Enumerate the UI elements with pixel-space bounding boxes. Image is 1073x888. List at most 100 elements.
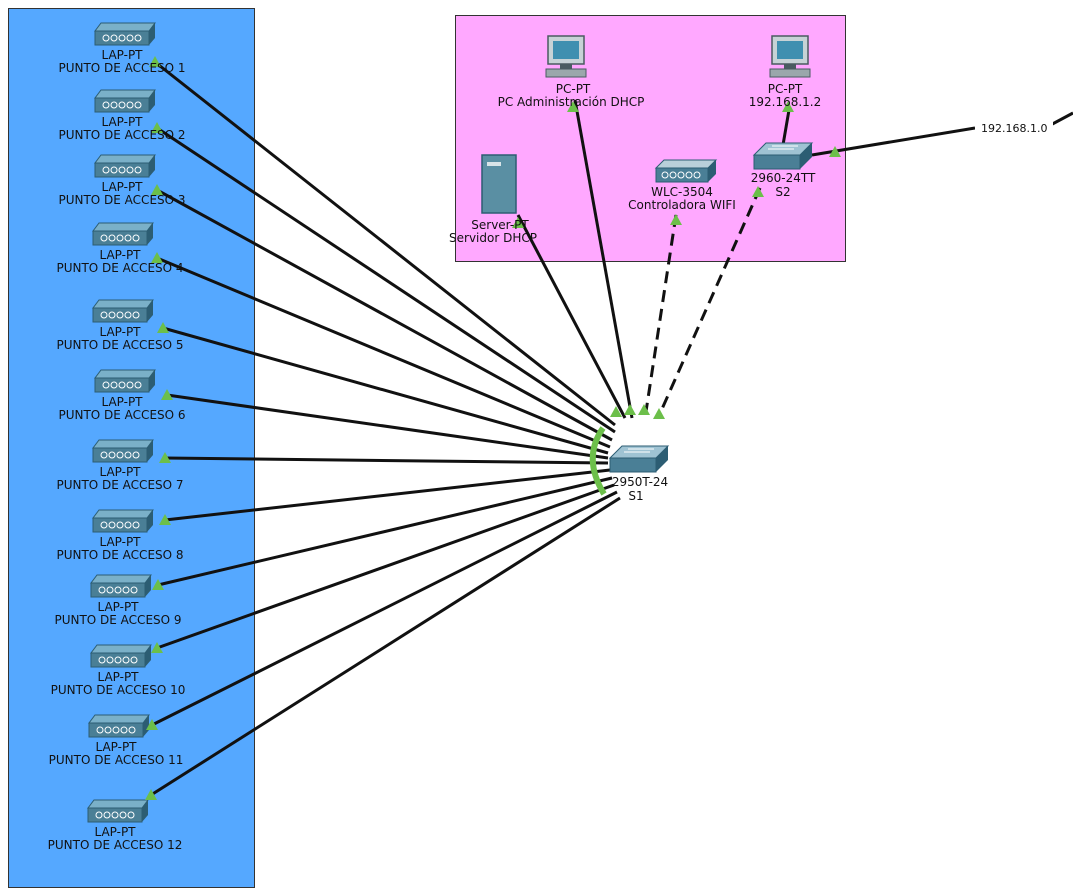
- access-point-model-7: LAP-PT: [99, 465, 141, 479]
- access-point-antenna-7-3: [124, 451, 132, 459]
- port-indicator-11: [146, 719, 158, 730]
- access-point-antenna-5-0: [100, 311, 108, 319]
- access-point-name-6: PUNTO DE ACCESO 6: [58, 408, 186, 422]
- access-point-name-12: PUNTO DE ACCESO 12: [47, 838, 183, 852]
- access-point-antenna-9-2: [114, 586, 122, 594]
- access-point-model-3: LAP-PT: [101, 180, 143, 194]
- access-point-antenna-12-1: [103, 811, 111, 819]
- access-point-top-3: [94, 154, 156, 164]
- port-indicator-10: [151, 642, 163, 653]
- access-point-antenna-2-3: [126, 101, 134, 109]
- link-ap-2: [156, 126, 616, 434]
- wlc-antenna-3: [685, 171, 693, 179]
- access-point-antenna-4-2: [116, 234, 124, 242]
- link-ap-11: [151, 490, 618, 727]
- access-point-top-1: [94, 22, 156, 32]
- access-point-antenna-1-3: [126, 34, 134, 42]
- access-point-icon-12: [87, 799, 149, 823]
- access-point-icon-11: [88, 714, 150, 738]
- s1-icon-front: [609, 457, 657, 473]
- wlc-antenna-0: [661, 171, 669, 179]
- access-point-antenna-10-4: [130, 656, 138, 664]
- access-point-top-6: [94, 369, 156, 379]
- access-point-antenna-12-3: [119, 811, 127, 819]
- access-point-icon-7: [92, 439, 154, 463]
- access-point-antenna-3-0: [102, 166, 110, 174]
- link-ap-1: [154, 60, 616, 427]
- access-point-antenna-7-0: [100, 451, 108, 459]
- port-indicator-21: [638, 404, 650, 415]
- link-server-s1: [516, 214, 627, 419]
- access-point-name-5: PUNTO DE ACCESO 5: [56, 338, 184, 352]
- access-point-icon-4: [92, 222, 154, 246]
- access-point-antenna-4-1: [108, 234, 116, 242]
- wlc-icon: [654, 159, 718, 183]
- access-point-name-3: PUNTO DE ACCESO 3: [58, 193, 186, 207]
- access-point-antenna-2-4: [134, 101, 142, 109]
- link-ap-3: [156, 188, 613, 442]
- port-indicator-5: [157, 322, 169, 333]
- server-model: Server-PT: [471, 218, 529, 232]
- access-point-antenna-2-0: [102, 101, 110, 109]
- access-point-icon-6: [94, 369, 156, 393]
- access-point-antenna-4-3: [124, 234, 132, 242]
- access-point-antenna-2-2: [118, 101, 126, 109]
- link-pc-admin-s1: [573, 99, 634, 419]
- port-indicator-12: [145, 789, 157, 800]
- access-point-antenna-11-0: [96, 726, 104, 734]
- pc-admin-icon: [545, 35, 587, 78]
- access-point-antenna-5-4: [132, 311, 140, 319]
- link-ap-8: [164, 468, 611, 522]
- pc-admin-name: PC Administración DHCP: [497, 95, 645, 109]
- access-point-name-11: PUNTO DE ACCESO 11: [48, 753, 184, 767]
- access-point-icon-3: [94, 154, 156, 178]
- access-point-antenna-8-1: [108, 521, 116, 529]
- port-indicator-9: [152, 579, 164, 590]
- wlc-model: WLC-3504: [651, 185, 713, 199]
- access-point-antenna-5-3: [124, 311, 132, 319]
- port-indicator-20: [624, 404, 636, 415]
- access-point-icon-9: [90, 574, 152, 598]
- link-ap-7: [164, 456, 609, 465]
- access-point-antenna-8-0: [100, 521, 108, 529]
- server-icon: [481, 154, 517, 214]
- access-point-antenna-4-0: [100, 234, 108, 242]
- server-drive: [487, 162, 501, 166]
- access-point-antenna-2-1: [110, 101, 118, 109]
- access-point-antenna-8-3: [124, 521, 132, 529]
- link-s2-router: [811, 126, 976, 157]
- s2-model: 2960-24TT: [750, 171, 816, 185]
- port-indicator-16: [670, 214, 682, 225]
- port-indicator-7: [159, 452, 171, 463]
- access-point-side-3: [149, 155, 155, 177]
- access-point-top-4: [92, 222, 154, 232]
- access-point-model-2: LAP-PT: [101, 115, 143, 129]
- port-indicator-14: [782, 101, 794, 112]
- access-point-name-1: PUNTO DE ACCESO 1: [58, 61, 186, 75]
- access-point-antenna-10-2: [114, 656, 122, 664]
- port-indicator-17: [752, 186, 764, 197]
- access-point-antenna-3-3: [126, 166, 134, 174]
- pc2-icon-stand: [784, 64, 796, 69]
- link-ap-6: [166, 393, 609, 460]
- access-point-antenna-6-2: [118, 381, 126, 389]
- access-point-side-5: [147, 300, 153, 322]
- access-point-antenna-7-2: [116, 451, 124, 459]
- pc2-icon: [769, 35, 811, 78]
- access-point-antenna-1-1: [110, 34, 118, 42]
- pc-admin-model: PC-PT: [555, 82, 591, 96]
- access-point-antenna-10-3: [122, 656, 130, 664]
- access-point-antenna-6-0: [102, 381, 110, 389]
- port-indicator-3: [151, 184, 163, 195]
- access-point-antenna-7-4: [132, 451, 140, 459]
- access-point-antenna-7-1: [108, 451, 116, 459]
- link-s2-s1: [656, 187, 762, 419]
- access-point-name-7: PUNTO DE ACCESO 7: [56, 478, 184, 492]
- access-point-antenna-3-2: [118, 166, 126, 174]
- port-indicator-2: [151, 122, 163, 133]
- access-point-side-1: [149, 23, 155, 45]
- port-indicator-6: [161, 389, 173, 400]
- access-point-icon-2: [94, 89, 156, 113]
- access-point-antenna-11-2: [112, 726, 120, 734]
